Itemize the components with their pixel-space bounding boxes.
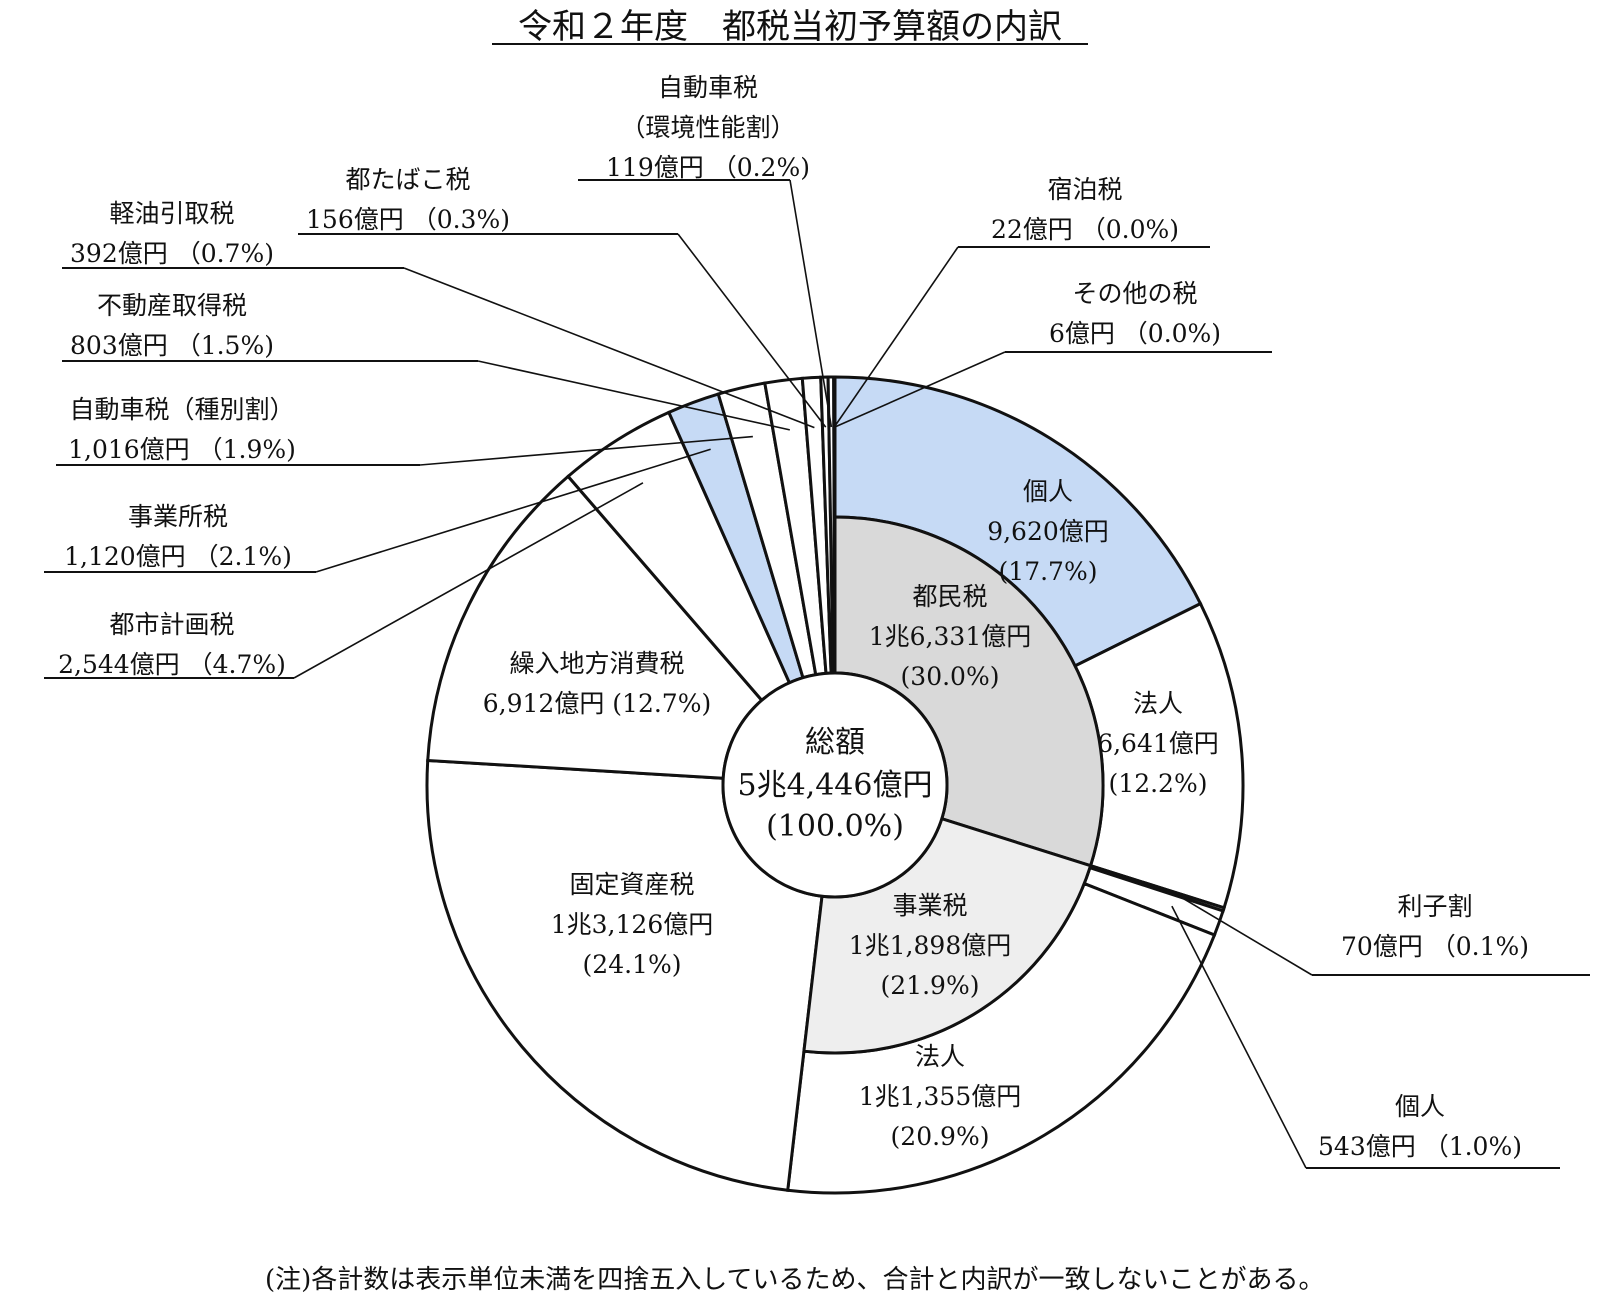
leader-lines <box>44 179 1590 1169</box>
ext-leader-8 <box>315 448 711 573</box>
outer-label-4-line-2: (20.9%) <box>891 1122 990 1151</box>
ext-label-10-line-1: 803億円 （1.5%) <box>70 331 274 360</box>
inner-label-1-line-0: 事業税 <box>892 891 967 920</box>
inner-label-0-line-1: 1兆6,331億円 <box>869 622 1031 651</box>
outer-label-0-line-2: (17.7%) <box>999 557 1098 586</box>
ext-label-13-line-1: （環境性能割） <box>620 113 795 142</box>
ext-label-13-line-0: 自動車税 <box>658 73 758 102</box>
inner-label-1-line-1: 1兆1,898億円 <box>849 931 1011 960</box>
ext-label-14-line-0: 宿泊税 <box>1047 175 1122 204</box>
outer-label-5-line-0: 固定資産税 <box>569 870 694 899</box>
ext-label-15-line-0: その他の税 <box>1072 279 1197 308</box>
outer-label-4-line-1: 1兆1,355億円 <box>859 1082 1021 1111</box>
ext-leader-15 <box>834 351 1006 428</box>
center-percent: (100.0%) <box>766 809 904 844</box>
ext-leader-2 <box>1175 893 1313 976</box>
ext-label-12-line-0: 都たばこ税 <box>345 165 470 194</box>
outer-label-0-line-0: 個人 <box>1023 477 1073 506</box>
ext-label-13-line-2: 119億円 （0.2%) <box>606 153 810 182</box>
outer-label-5-line-1: 1兆3,126億円 <box>551 910 713 939</box>
ext-leader-9 <box>419 435 753 466</box>
ext-label-9-line-1: 1,016億円 （1.9%) <box>68 435 296 464</box>
ext-leader-13 <box>789 179 833 428</box>
ext-leader-14 <box>833 246 959 428</box>
ext-leader-10 <box>477 360 790 431</box>
ext-label-7-line-1: 2,544億円 （4.7%) <box>58 650 286 679</box>
ext-leader-3 <box>1171 905 1307 1169</box>
ext-label-3-line-1: 543億円 （1.0%) <box>1318 1132 1522 1161</box>
ext-label-11-line-1: 392億円 （0.7%) <box>70 239 274 268</box>
chart-title: 令和２年度 都税当初予算額の内訳 <box>518 7 1062 47</box>
inner-label-1-line-2: (21.9%) <box>881 971 980 1000</box>
outer-label-1-line-0: 法人 <box>1133 689 1183 718</box>
outer-ring <box>425 375 1245 1195</box>
ext-leader-7 <box>293 482 644 679</box>
inner-label-0-line-0: 都民税 <box>912 582 987 611</box>
ext-label-8-line-0: 事業所税 <box>128 502 228 531</box>
ext-label-14-line-1: 22億円 （0.0%) <box>991 215 1179 244</box>
outer-label-6-line-1: 6,912億円 (12.7%) <box>483 689 711 718</box>
ext-label-7-line-0: 都市計画税 <box>109 610 234 639</box>
ext-label-2-line-0: 利子割 <box>1397 892 1472 921</box>
ext-label-8-line-1: 1,120億円 （2.1%) <box>64 542 292 571</box>
ext-leader-11 <box>403 267 815 429</box>
outer-label-1-line-1: 6,641億円 <box>1097 729 1219 758</box>
outer-label-5-line-2: (24.1%) <box>583 950 682 979</box>
outer-label-0-line-1: 9,620億円 <box>987 517 1109 546</box>
outer-label-1-line-2: (12.2%) <box>1109 769 1208 798</box>
ext-label-15-line-1: 6億円 （0.0%) <box>1049 319 1221 348</box>
center-value: 5兆4,446億円 <box>738 768 933 803</box>
ext-label-10-line-0: 不動産取得税 <box>97 291 247 320</box>
footnote: (注)各計数は表示単位未満を四捨五入しているため、合計と内訳が一致しないことがあ… <box>265 1265 1325 1295</box>
ext-label-9-line-0: 自動車税（種別割） <box>69 395 294 424</box>
ext-label-12-line-1: 156億円 （0.3%) <box>306 205 510 234</box>
inner-label-0-line-2: (30.0%) <box>901 662 1000 691</box>
ext-label-2-line-1: 70億円 （0.1%) <box>1341 932 1529 961</box>
slice-labels: 個人 9,620億円 (17.7%) 法人 6,641億円 (12.2%) 法人 1兆1,35… <box>58 73 1529 1161</box>
outer-label-6-line-0: 繰入地方消費税 <box>509 649 684 678</box>
center-label: 総額 <box>805 725 865 760</box>
center-hole <box>721 671 949 899</box>
ext-leader-12 <box>677 233 827 428</box>
outer-label-4-line-0: 法人 <box>915 1042 965 1071</box>
ext-label-3-line-0: 個人 <box>1395 1092 1445 1121</box>
ext-label-11-line-0: 軽油引取税 <box>109 199 234 228</box>
